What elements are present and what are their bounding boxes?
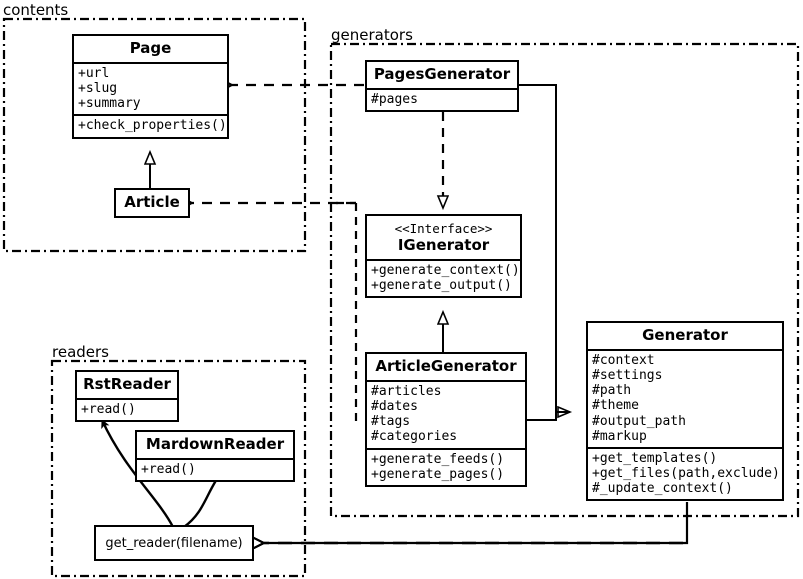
- class-title-rstreader: RstReader: [83, 375, 171, 393]
- class-method: +get_templates(): [592, 450, 718, 466]
- class-attribute: +summary: [78, 96, 141, 112]
- class-methods-articlegenerator: +generate_feeds() +generate_pages(): [367, 447, 525, 485]
- class-title-mardownreader: MardownReader: [145, 435, 285, 453]
- class-title-page: Page: [129, 39, 172, 57]
- rel-generator-to-getreader: [264, 502, 689, 543]
- class-attributes-generator: #context #settings #path #theme #output_…: [588, 349, 782, 446]
- class-attribute: #articles: [371, 384, 442, 400]
- class-title-generator: Generator: [642, 326, 728, 344]
- class-box-rstreader[interactable]: RstReader +read(): [75, 370, 179, 423]
- function-box-get-reader[interactable]: get_reader(filename): [94, 525, 254, 561]
- class-box-generator[interactable]: Generator #context #settings #path #them…: [586, 321, 784, 501]
- class-attribute: #theme: [592, 398, 639, 414]
- class-attribute: #pages: [371, 92, 418, 108]
- class-methods-rstreader: +read(): [77, 398, 177, 420]
- class-method: +generate_output(): [371, 277, 512, 293]
- class-box-articlegenerator[interactable]: ArticleGenerator #articles #dates #tags …: [365, 352, 527, 487]
- function-label-get-reader: get_reader(filename): [105, 535, 243, 551]
- class-method: +get_files(path,exclude): [592, 465, 780, 481]
- class-methods-page: +check_properties(): [74, 114, 227, 136]
- rel-articlegenerator-to-generator: [527, 411, 570, 421]
- class-method: +generate_feeds(): [371, 451, 505, 467]
- class-box-igenerator[interactable]: <<Interface>> IGenerator +generate_conte…: [365, 214, 522, 299]
- class-title-pagesgenerator: PagesGenerator: [373, 65, 511, 83]
- package-label-readers: readers: [52, 343, 109, 361]
- package-label-generators: generators: [331, 26, 413, 44]
- class-attribute: #tags: [371, 414, 411, 430]
- class-methods-mardownreader: +read(): [137, 458, 293, 480]
- class-attributes-page: +url +slug +summary: [74, 62, 227, 114]
- class-attributes-pagesgenerator: #pages: [367, 88, 517, 110]
- class-box-pagesgenerator[interactable]: PagesGenerator #pages: [365, 60, 519, 113]
- class-attribute: #output_path: [592, 413, 686, 429]
- class-method: +read(): [81, 402, 136, 418]
- class-stereotype-igenerator: <<Interface>>: [394, 221, 493, 236]
- class-attribute: +url: [78, 66, 110, 82]
- class-attribute: +slug: [78, 81, 118, 97]
- class-methods-generator: +get_templates() +get_files(path,exclude…: [588, 446, 782, 499]
- class-title-articlegenerator: ArticleGenerator: [375, 357, 517, 375]
- class-method: #_update_context(): [592, 480, 733, 496]
- class-attributes-articlegenerator: #articles #dates #tags #categories: [367, 380, 525, 447]
- class-method: +check_properties(): [78, 118, 227, 134]
- class-methods-igenerator: +generate_context() +generate_output(): [367, 258, 520, 296]
- class-attribute: #context: [592, 353, 655, 369]
- class-title-article: Article: [124, 193, 180, 211]
- class-box-mardownreader[interactable]: MardownReader +read(): [135, 430, 295, 483]
- class-attribute: #settings: [592, 368, 663, 384]
- class-attribute: #markup: [592, 428, 647, 444]
- class-box-article[interactable]: Article: [114, 188, 190, 219]
- class-method: +generate_context(): [371, 262, 520, 278]
- class-method: +read(): [141, 462, 196, 478]
- class-method: +generate_pages(): [371, 466, 505, 482]
- class-name-igenerator: IGenerator: [397, 235, 490, 254]
- package-label-contents: contents: [3, 1, 69, 19]
- class-attribute: #path: [592, 383, 632, 399]
- class-box-page[interactable]: Page +url +slug +summary +check_properti…: [72, 34, 229, 139]
- class-attribute: #categories: [371, 429, 458, 445]
- class-title-igenerator: <<Interface>> IGenerator: [367, 216, 520, 259]
- class-attribute: #dates: [371, 399, 418, 415]
